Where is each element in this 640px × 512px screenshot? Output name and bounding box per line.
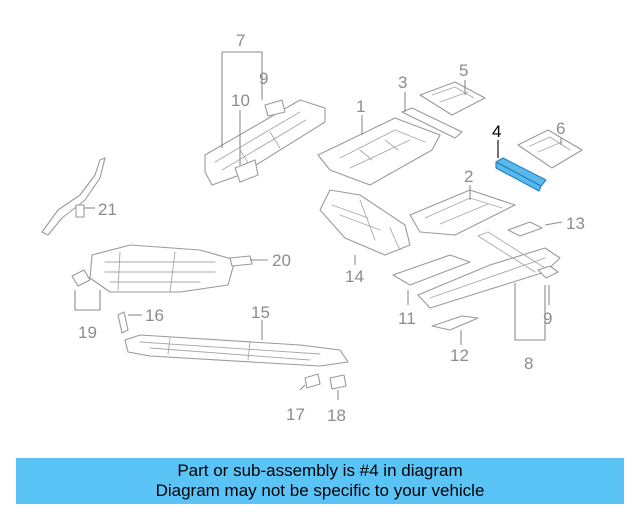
callout-1: 1 [356,97,365,116]
callout-12: 12 [450,346,469,365]
part-2-center-floor [409,189,516,236]
callout-6: 6 [556,119,565,138]
callout-20: 20 [272,251,291,270]
leader-lines [74,51,563,400]
parts-diagram: 7 9 10 1 3 5 4 6 2 13 21 20 14 11 9 16 1… [41,31,585,425]
callout-13: 13 [566,214,585,233]
part-3-bar [401,107,463,139]
callout-17: 17 [286,405,305,424]
callout-2: 2 [464,167,473,186]
callout-7: 7 [236,31,245,50]
part-8-rail [417,231,561,309]
part-1-floor-pan [317,117,441,186]
part-4-highlighted [495,157,547,192]
callout-8: 8 [524,354,533,373]
part-15-panel [124,334,349,367]
part-14-crossmember [319,189,411,256]
callout-16: 16 [145,306,164,325]
part-12-bracket [431,315,479,331]
part-5-panel [419,81,486,116]
callout-21: 21 [98,200,117,219]
callout-9-top: 9 [259,69,268,88]
callout-3: 3 [398,73,407,92]
part-16-clip [117,311,129,334]
callout-10: 10 [231,91,250,110]
part-6-panel [517,129,583,169]
part-19-20-shield [71,244,253,293]
part-7-rail [204,99,326,186]
callout-9-right: 9 [543,309,552,328]
callout-18: 18 [327,406,346,425]
callout-4: 4 [492,122,501,141]
callout-11: 11 [398,309,416,328]
info-banner: Part or sub-assembly is #4 in diagram Di… [16,458,624,504]
callout-15: 15 [251,303,270,322]
callout-14: 14 [345,267,364,286]
banner-line-1: Part or sub-assembly is #4 in diagram [177,461,463,480]
part-11-sill [392,254,471,286]
part-17-clip [304,373,321,389]
part-9-right-bracket [537,265,559,279]
banner-line-2: Diagram may not be specific to your vehi… [155,481,485,500]
part-21-strut [41,157,106,236]
callout-19: 19 [78,323,97,342]
part-18-clip [329,374,347,390]
part-13-bracket [507,221,543,237]
callout-5: 5 [459,61,468,80]
